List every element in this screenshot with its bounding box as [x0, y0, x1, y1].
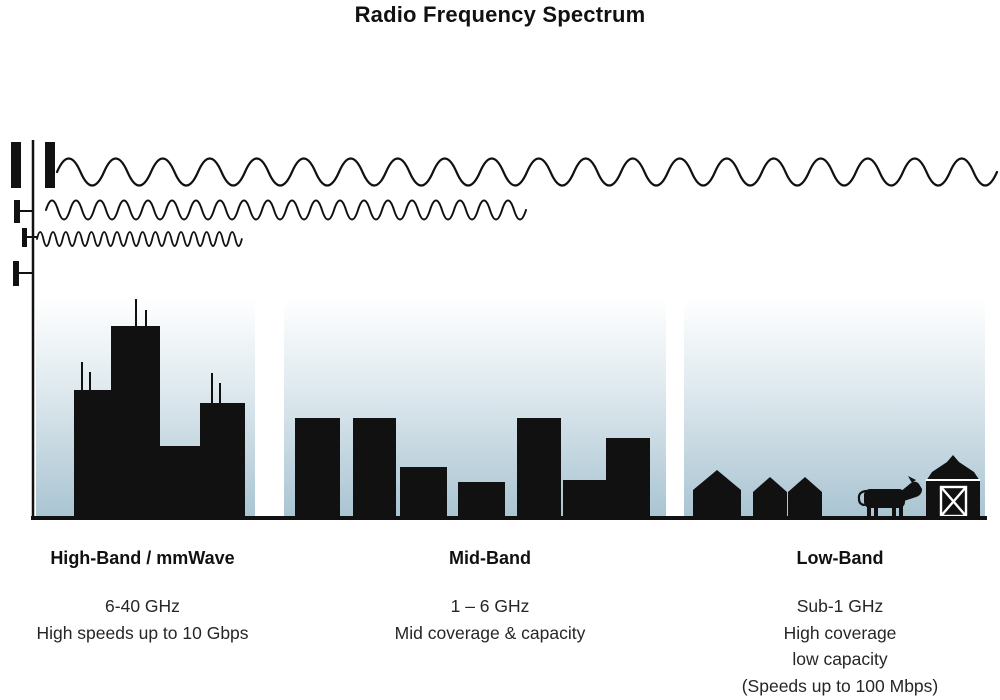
band-description: Mid coverage & capacity — [394, 622, 586, 643]
radio-waves — [36, 157, 999, 247]
long-wavelength-wave-icon — [55, 157, 999, 187]
cell-tower-icon — [11, 140, 55, 518]
band-description: High speeds up to 10 Gbps — [36, 622, 249, 643]
band-description: low capacity — [792, 649, 888, 669]
band-label-high-band: High-Band / mmWave 6-40 GHz High speeds … — [20, 548, 265, 646]
diagram-art — [11, 140, 999, 520]
barn-icon — [926, 455, 980, 518]
band-name: Mid-Band — [449, 548, 531, 568]
band-name: High-Band / mmWave — [50, 548, 235, 568]
band-description: (Speeds up to 100 Mbps) — [741, 675, 939, 696]
band-label-mid-band: Mid-Band 1 – 6 GHz Mid coverage & capaci… — [355, 548, 625, 646]
band-frequency: Sub-1 GHz — [796, 596, 884, 616]
house-icon — [788, 477, 822, 518]
short-wavelength-wave-icon — [36, 231, 243, 247]
band-frequency: 6-40 GHz — [105, 596, 180, 616]
house-icon — [693, 470, 741, 518]
medium-wavelength-wave-icon — [45, 199, 527, 221]
diagram-title: Radio Frequency Spectrum — [354, 2, 646, 27]
band-description: High coverage — [783, 622, 897, 643]
rural-scene-icon — [693, 455, 980, 518]
cow-icon — [857, 476, 922, 517]
band-name: Low-Band — [796, 548, 884, 568]
band-frequency: 1 – 6 GHz — [450, 596, 530, 616]
midrise-buildings-icon — [295, 418, 650, 518]
band-label-low-band: Low-Band Sub-1 GHz High coverage low cap… — [695, 548, 985, 699]
ground-line — [31, 516, 987, 520]
city-skyline-icon — [74, 299, 245, 518]
house-icon — [753, 477, 787, 518]
